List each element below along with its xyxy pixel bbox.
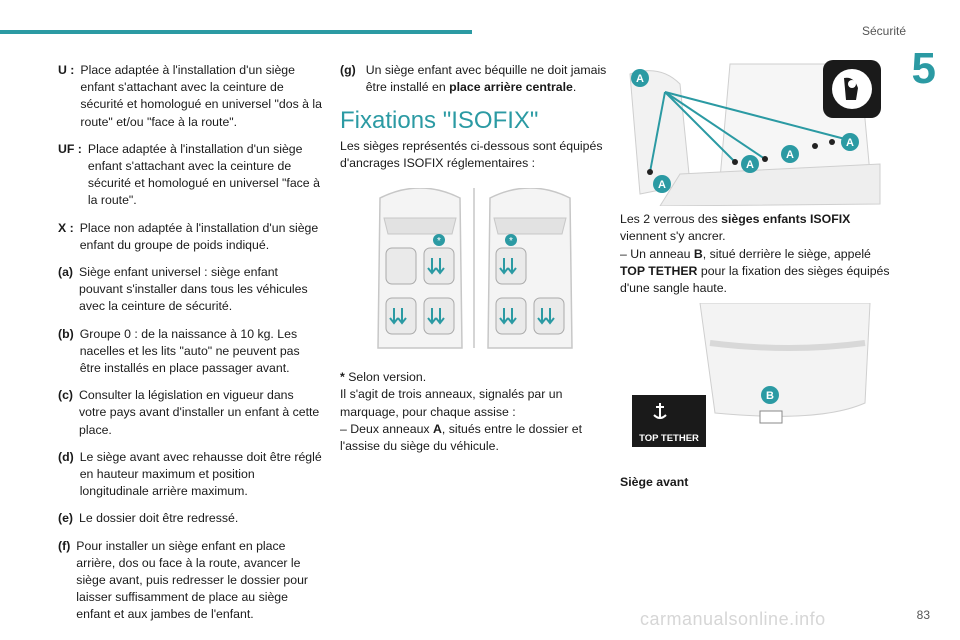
definitions-column: U :Place adaptée à l'installation d'un s… [58, 62, 324, 634]
front-seat-caption: Siège avant [620, 475, 689, 490]
page-number: 83 [916, 608, 930, 622]
definition-item: (f)Pour installer un siège enfant en pla… [58, 538, 309, 622]
isofix-heading: Fixations "ISOFIX" [340, 107, 539, 135]
definition-item: (e)Le dossier doit être redressé. [58, 511, 239, 526]
definition-item: (c)Consulter la législation en vigueur d… [58, 388, 320, 437]
top-tether-text: – Un anneau B, situé derrière le siège, … [620, 246, 890, 296]
rings-description: Il s'agit de trois anneaux, signalés par… [340, 387, 563, 419]
version-note: * Selon version. [340, 370, 427, 385]
anchor-label-a: A [636, 73, 644, 85]
definition-item: (d)Le siège avant avec rehausse doit êtr… [58, 449, 322, 499]
anchor-label-a: A [846, 137, 854, 149]
section-title: Sécurité [861, 24, 906, 38]
seat-version-marker: * [437, 236, 441, 247]
anchors-column: A A A A A Les 2 verrous des sièges enfan… [620, 54, 890, 492]
rear-seat-anchors-illustration: A A A A A [620, 54, 885, 207]
chapter-number: 5 [911, 44, 936, 93]
seat-version-marker: * [509, 236, 513, 247]
anchor-label-a: A [658, 179, 666, 191]
anchor-label-a: A [746, 159, 754, 171]
rings-a-description: – Deux anneaux A, situés entre le dossie… [340, 421, 582, 454]
car-outline-right: * [487, 187, 573, 349]
definition-item: UF :Place adaptée à l'installation d'un … [58, 141, 320, 208]
isofix-intro: Les sièges représentés ci-dessous sont é… [340, 138, 603, 170]
watermark: carmanualsonline.info [640, 609, 826, 629]
isofix-column: (g) Un siège enfant avec béquille ne doi… [340, 62, 608, 455]
definition-item: (a)Siège enfant universel : siège enfant… [58, 265, 308, 314]
note-g: (g) Un siège enfant avec béquille ne doi… [340, 63, 607, 95]
isofix-locks-text: Les 2 verrous des sièges enfants ISOFIX … [620, 212, 851, 244]
front-seat-top-tether-illustration: B TOP TETHER [632, 302, 871, 448]
definition-item: (b)Groupe 0 : de la naissance à 10 kg. L… [58, 326, 300, 376]
definition-item: U :Place adaptée à l'installation d'un s… [58, 63, 322, 129]
header-accent-bar [0, 30, 472, 34]
top-tether-badge-label: TOP TETHER [639, 433, 699, 444]
definition-item: X :Place non adaptée à l'installation d'… [58, 220, 319, 252]
anchor-label-a: A [786, 149, 794, 161]
car-outline-left: * [377, 187, 463, 349]
isofix-seat-layout-illustration: * * [377, 187, 573, 349]
anchor-label-b: B [766, 390, 774, 402]
